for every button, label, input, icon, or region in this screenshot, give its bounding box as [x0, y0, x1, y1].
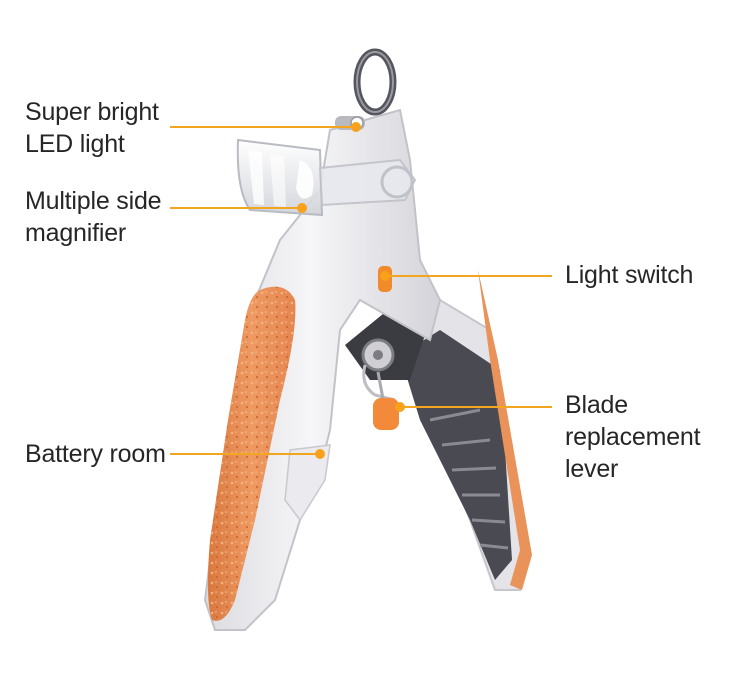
callout-dot-magnifier — [297, 203, 307, 213]
callout-battery-line-1: Battery room — [25, 440, 166, 468]
magnifier — [236, 138, 417, 217]
callout-lever-line-1: Blade — [565, 391, 628, 419]
callout-dot-led — [351, 122, 361, 132]
callout-led-line-2: LED light — [25, 130, 125, 158]
callout-led-label: Super bright LED light — [25, 96, 159, 160]
blade-lever-knob — [373, 371, 399, 430]
callout-magnifier-line-2: magnifier — [25, 219, 127, 247]
callout-magnifier-line-1: Multiple side — [25, 187, 162, 215]
callout-dot-battery — [315, 449, 325, 459]
hanging-ring — [353, 48, 397, 116]
callout-lever-label: Blade replacement lever — [565, 389, 701, 485]
callout-magnifier-label: Multiple side magnifier — [25, 185, 162, 249]
callout-dot-lever — [395, 402, 405, 412]
callout-switch-line-1: Light switch — [565, 261, 694, 289]
right-handle — [393, 270, 532, 591]
callout-switch-label: Light switch — [565, 259, 693, 291]
callout-lever-line-3: lever — [565, 455, 619, 483]
callout-battery-label: Battery room — [25, 438, 166, 470]
callout-led-line-1: Super bright — [25, 98, 159, 126]
callout-lever-line-2: replacement — [565, 423, 701, 451]
callout-dot-switch — [380, 271, 390, 281]
